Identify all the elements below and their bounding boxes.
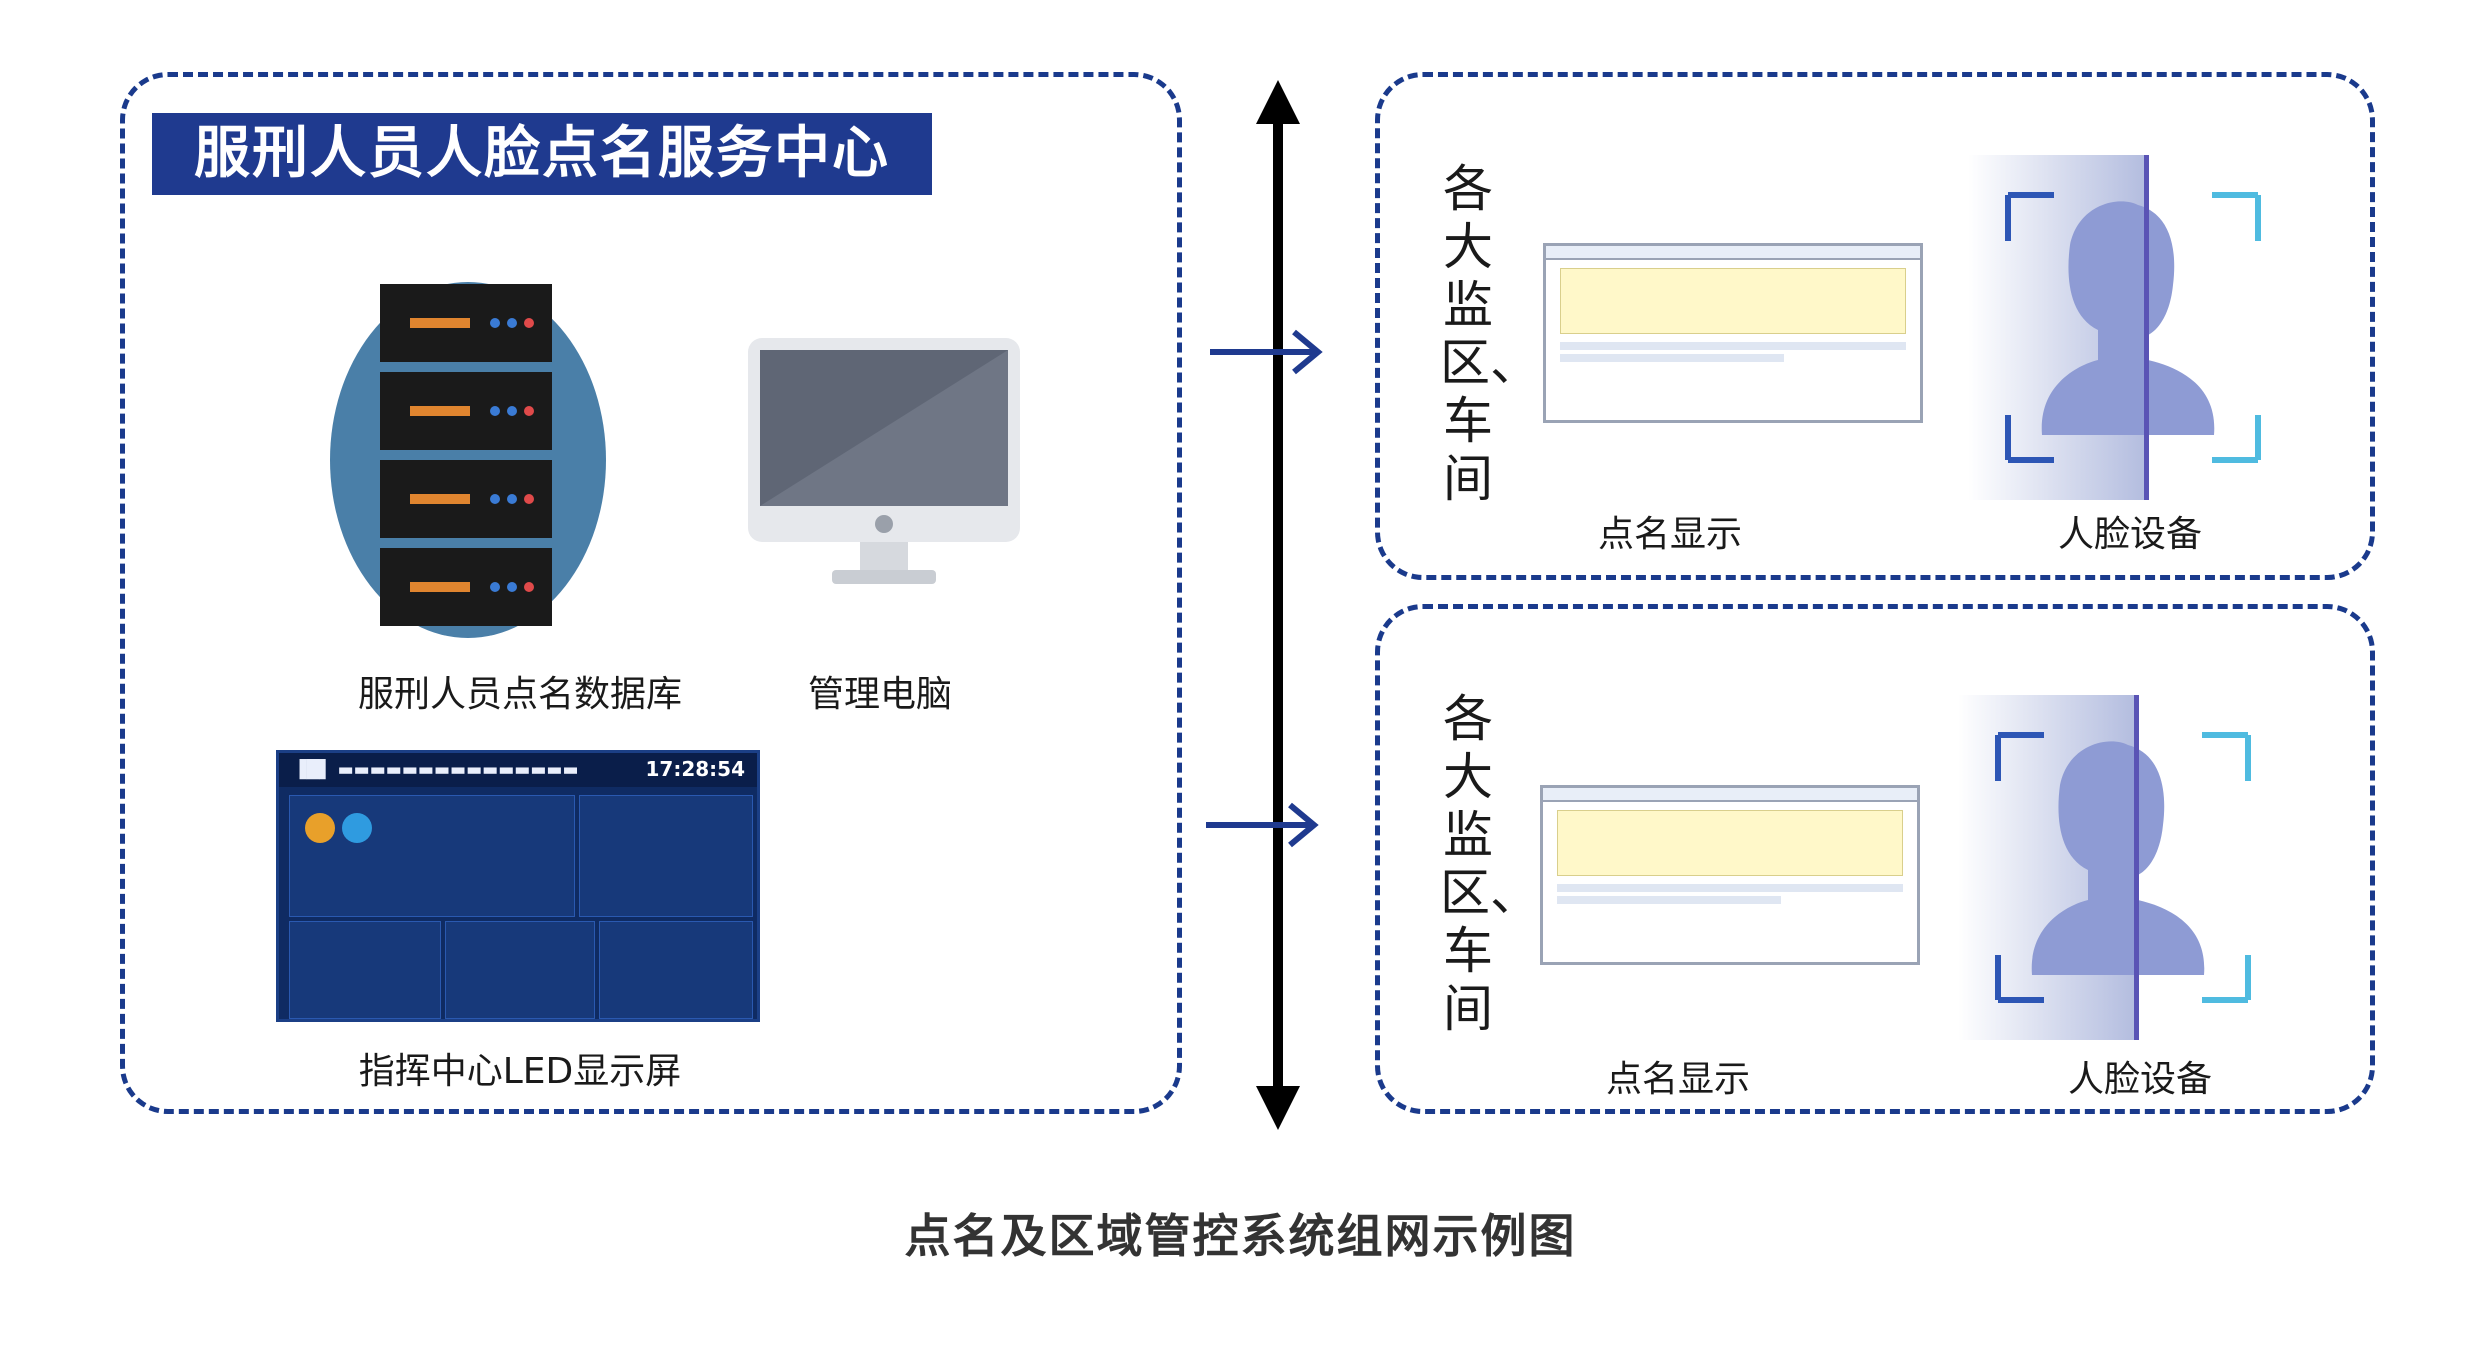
rollcall-screen-bottom [1540, 785, 1920, 965]
pc-label: 管理电脑 [807, 674, 952, 715]
zone-region-top [1375, 72, 2375, 580]
display-label-bottom: 点名显示 [1605, 1059, 1750, 1100]
face-device-icon-top [1968, 155, 2261, 500]
led-time: 17:28:54 [645, 757, 746, 781]
arrow-top [1210, 329, 1323, 375]
led-label: 指挥中心LED显示屏 [358, 1051, 682, 1092]
device-label-top: 人脸设备 [2057, 514, 2202, 555]
zone-label-bottom: 各大监区、车间 [1440, 690, 1540, 1038]
arrow-bottom [1206, 802, 1319, 848]
zone-region-bottom [1375, 604, 2375, 1114]
display-label-top: 点名显示 [1597, 514, 1742, 555]
network-arrow [1256, 80, 1300, 1130]
face-device-icon-bottom [1958, 695, 2251, 1040]
led-screen: ▐█▌ ▬▬▬▬▬▬▬▬▬▬▬▬▬▬▬ 17:28:54 [276, 750, 760, 1022]
service-center-region [120, 72, 1182, 1114]
server-icon [330, 282, 606, 638]
diagram-caption: 点名及区域管控系统组网示例图 [904, 1209, 1577, 1263]
device-label-bottom: 人脸设备 [2067, 1059, 2212, 1100]
monitor-icon [748, 338, 1020, 584]
rollcall-screen-top [1543, 243, 1923, 423]
page-title: 服刑人员人脸点名服务中心 [152, 113, 932, 195]
zone-label-top: 各大监区、车间 [1440, 160, 1540, 508]
server-label: 服刑人员点名数据库 [357, 674, 682, 715]
led-header: ▐█▌ ▬▬▬▬▬▬▬▬▬▬▬▬▬▬▬ [279, 753, 757, 787]
